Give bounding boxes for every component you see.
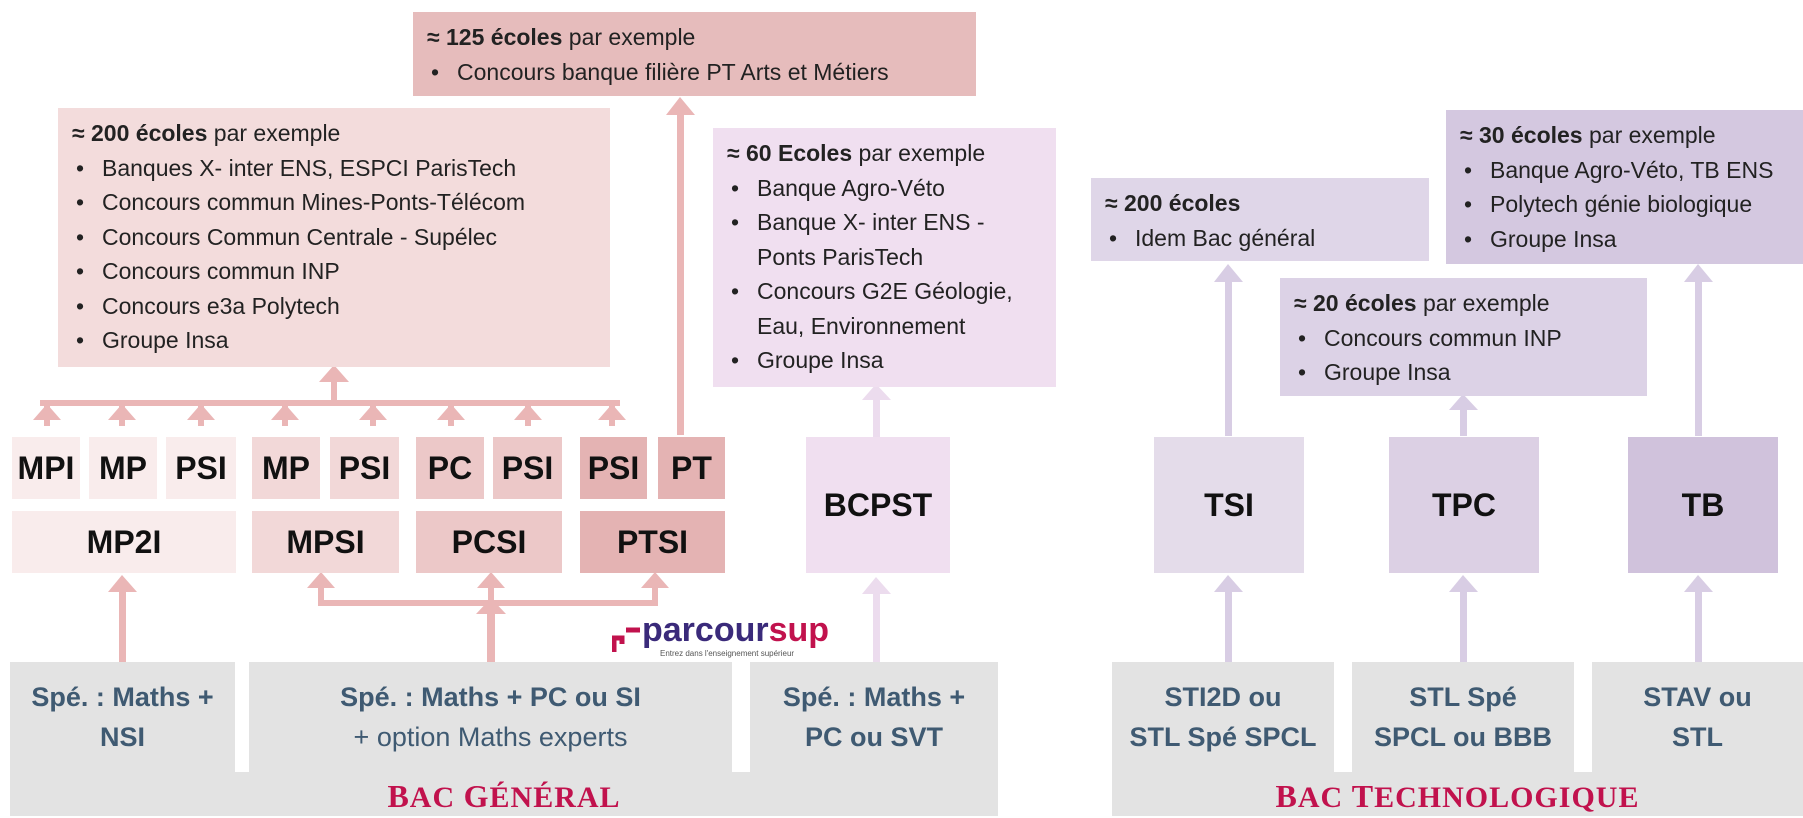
main-schools-list: Banques X- inter ENS, ESPCI ParisTech Co… bbox=[72, 151, 596, 358]
list-item: Concours commun INP bbox=[1294, 321, 1633, 356]
second-year-psi-4: PSI bbox=[580, 437, 647, 499]
tsi-schools-box: ≈ 200 écoles Idem Bac général bbox=[1091, 178, 1429, 261]
list-item: Banque Agro-Véto bbox=[727, 171, 1042, 206]
parcoursup-mark-icon bbox=[612, 627, 640, 652]
list-item: Banque X- inter ENS - Ponts ParisTech bbox=[727, 205, 1042, 274]
list-item: Concours banque filière PT Arts et Métie… bbox=[427, 55, 962, 90]
first-year-ptsi: PTSI bbox=[580, 511, 725, 573]
parcoursup-tagline: Entrez dans l'enseignement supérieur bbox=[660, 649, 795, 658]
first-year-bcpst: BCPST bbox=[806, 437, 950, 573]
bcpst-schools-box: ≈ 60 Ecoles par exemple Banque Agro-Véto… bbox=[713, 128, 1056, 387]
bac-option-maths-pc-si: Spé. : Maths + PC ou SI+ option Maths ex… bbox=[249, 662, 732, 772]
lilac-arrows bbox=[862, 384, 891, 662]
tpc-schools-box: ≈ 20 écoles par exemple Concours commun … bbox=[1280, 278, 1647, 396]
list-item: Groupe Insa bbox=[1460, 222, 1789, 257]
list-item: Concours Commun Centrale - Supélec bbox=[72, 220, 596, 255]
bac-general-label: BAC GÉNÉRAL bbox=[387, 778, 621, 814]
second-year-ticks bbox=[33, 404, 626, 426]
main-schools-heading: ≈ 200 écoles par exemple bbox=[72, 120, 341, 146]
list-item: Concours commun INP bbox=[72, 254, 596, 289]
second-year-mpi: MPI bbox=[12, 437, 80, 499]
second-year-pc: PC bbox=[416, 437, 484, 499]
first-year-mp2i: MP2I bbox=[12, 511, 236, 573]
tb-schools-list: Banque Agro-Véto, TB ENS Polytech génie … bbox=[1460, 153, 1789, 257]
list-item: Groupe Insa bbox=[727, 343, 1042, 378]
pink-arrows bbox=[33, 97, 695, 662]
bac-divider bbox=[732, 662, 750, 772]
first-year-tpc: TPC bbox=[1389, 437, 1539, 573]
second-year-pt: PT bbox=[658, 437, 725, 499]
tpc-schools-list: Concours commun INP Groupe Insa bbox=[1294, 321, 1633, 390]
tsi-schools-heading: ≈ 200 écoles bbox=[1105, 190, 1241, 216]
tb-schools-heading: ≈ 30 écoles par exemple bbox=[1460, 122, 1716, 148]
first-year-tsi: TSI bbox=[1154, 437, 1304, 573]
first-year-pcsi: PCSI bbox=[416, 511, 562, 573]
list-item: Banques X- inter ENS, ESPCI ParisTech bbox=[72, 151, 596, 186]
first-year-mpsi: MPSI bbox=[252, 511, 399, 573]
second-year-mp: MP bbox=[89, 437, 157, 499]
bac-divider bbox=[235, 662, 249, 772]
list-item: Concours G2E Géologie, Eau, Environnemen… bbox=[727, 274, 1042, 343]
tpc-schools-heading: ≈ 20 écoles par exemple bbox=[1294, 290, 1550, 316]
second-year-psi: PSI bbox=[166, 437, 236, 499]
first-year-tb: TB bbox=[1628, 437, 1778, 573]
pt-schools-heading: ≈ 125 écoles par exemple bbox=[427, 24, 696, 50]
parcoursup-wordmark: parcoursup bbox=[642, 611, 830, 649]
parcoursup-logo: parcoursup Entrez dans l'enseignement su… bbox=[612, 611, 844, 660]
bac-divider bbox=[1574, 662, 1592, 772]
list-item: Polytech génie biologique bbox=[1460, 187, 1789, 222]
tb-schools-box: ≈ 30 écoles par exemple Banque Agro-Véto… bbox=[1446, 110, 1803, 264]
main-schools-box: ≈ 200 écoles par exemple Banques X- inte… bbox=[58, 108, 610, 367]
second-year-psi-3: PSI bbox=[493, 437, 562, 499]
second-year-psi-2: PSI bbox=[330, 437, 399, 499]
bcpst-schools-heading: ≈ 60 Ecoles par exemple bbox=[727, 140, 986, 166]
pt-schools-box: ≈ 125 écoles par exemple Concours banque… bbox=[413, 12, 976, 96]
tsi-schools-list: Idem Bac général bbox=[1105, 221, 1415, 256]
bcpst-schools-list: Banque Agro-Véto Banque X- inter ENS - P… bbox=[727, 171, 1042, 378]
violet-arrows bbox=[1214, 264, 1713, 662]
bac-option-maths-pc-svt: Spé. : Maths +PC ou SVT bbox=[750, 662, 998, 772]
second-year-mp-2: MP bbox=[252, 437, 320, 499]
list-item: Concours commun Mines-Ponts-Télécom bbox=[72, 185, 596, 220]
list-item: Concours e3a Polytech bbox=[72, 289, 596, 324]
list-item: Banque Agro-Véto, TB ENS bbox=[1460, 153, 1789, 188]
pt-schools-list: Concours banque filière PT Arts et Métie… bbox=[427, 55, 962, 90]
list-item: Groupe Insa bbox=[1294, 355, 1633, 390]
list-item: Groupe Insa bbox=[72, 323, 596, 358]
bac-option-maths-nsi: Spé. : Maths +NSI bbox=[10, 662, 235, 772]
list-item: Idem Bac général bbox=[1105, 221, 1415, 256]
bac-divider bbox=[1334, 662, 1352, 772]
bac-techno-label: BAC TECHNOLOGIQUE bbox=[1275, 778, 1640, 814]
